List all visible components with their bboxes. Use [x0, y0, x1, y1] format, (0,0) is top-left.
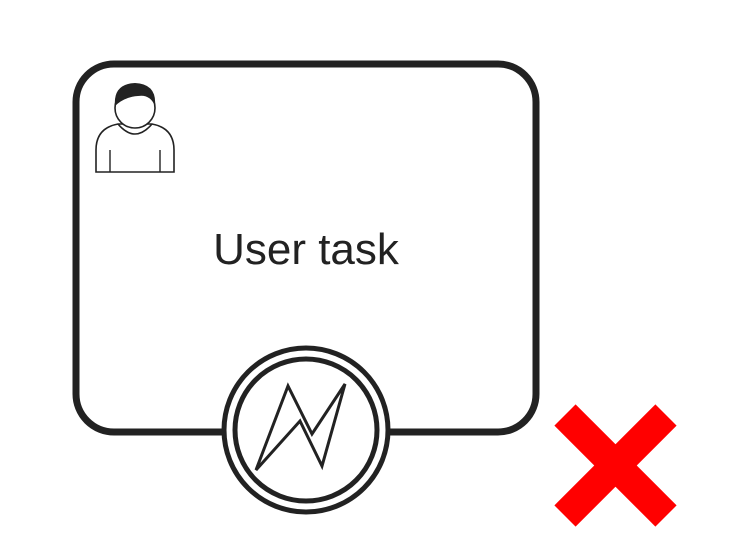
user-task[interactable]: User task [72, 60, 540, 436]
boundary-error-event[interactable] [221, 345, 391, 515]
user-icon [95, 83, 175, 173]
task-label: User task [213, 225, 400, 274]
error-icon [254, 382, 347, 472]
cross-icon [554, 404, 677, 527]
